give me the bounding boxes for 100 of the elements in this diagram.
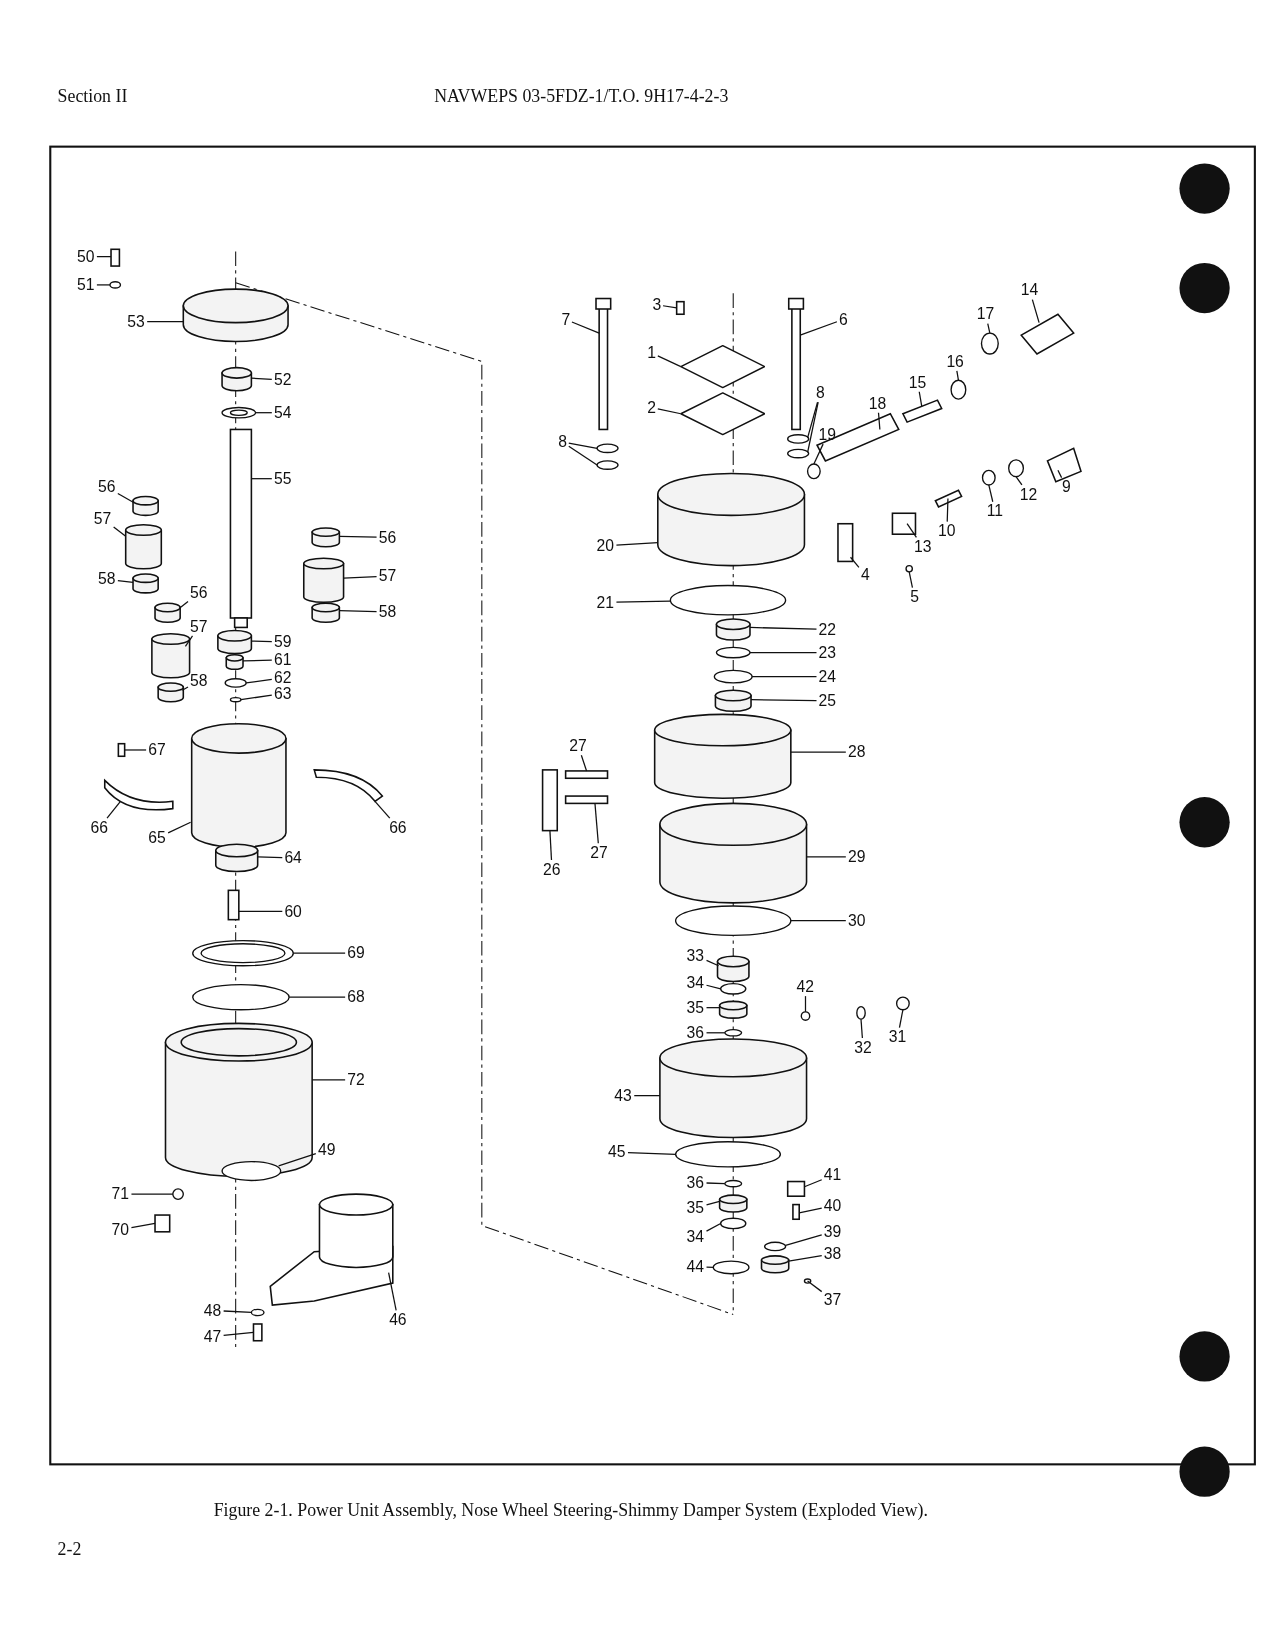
callout-number: 34 [686,974,705,991]
callout-number: 35 [686,999,705,1017]
part-drawing [117,742,126,758]
callout-number: 56 [378,528,397,546]
callout-number: 34 [686,1228,705,1246]
leader-line [705,959,720,967]
part-drawing [786,1180,806,1197]
leader-line [988,484,994,503]
callout-number: 13 [913,538,932,556]
part-drawing [787,448,810,459]
callout-number: 14 [1020,281,1039,299]
leader-line [751,676,818,678]
part-drawing [680,392,766,436]
part-drawing [229,696,242,703]
part-drawing [192,939,294,967]
leader-line [549,830,553,861]
callout-number: 16 [946,353,964,370]
leader-line [627,1152,677,1155]
part-drawing [595,297,612,431]
part-drawing [596,460,619,470]
callout-number: 45 [608,1143,626,1161]
callout-number: 17 [976,305,995,323]
leader-line [790,751,847,753]
leader-line [705,1007,721,1009]
leader-line [806,401,819,439]
leader-line [388,1272,397,1311]
callout-number: 63 [273,685,292,702]
callout-number: 33 [686,946,705,964]
callout-number: 51 [77,276,95,294]
callout-number: 62 [273,669,292,687]
leader-line [750,699,818,702]
leader-line [908,571,914,589]
leader-line [987,323,991,334]
callout-number: 43 [614,1087,632,1104]
callout-number: 11 [986,502,1003,520]
leader-line [813,443,824,465]
part-drawing [564,770,609,780]
leader-line [238,910,283,912]
leader-line [804,995,807,1013]
callout-number: 23 [818,644,837,661]
part-drawing [674,905,792,937]
leader-line [245,678,273,684]
leader-line [242,659,273,662]
part-drawing [837,522,854,563]
part-drawing [221,366,253,392]
callout-number: 8 [815,384,825,402]
callout-number: 12 [1019,486,1038,503]
callout-number: 8 [558,433,568,451]
callout-number: 36 [686,1174,705,1191]
part-drawing [250,1308,265,1317]
leader-line [568,445,598,466]
part-drawing [269,1193,394,1306]
callout-number: 52 [273,371,292,389]
part-drawing [172,1188,184,1200]
callout-number: 40 [823,1197,842,1214]
leader-line [799,321,838,336]
leader-line [311,1079,346,1081]
leader-line [184,635,194,647]
callout-number: 57 [190,618,208,635]
leader-line [749,626,818,630]
part-drawing [215,843,259,873]
leader-line [254,412,273,414]
callout-number: 4 [861,566,870,584]
callout-number: 9 [1062,478,1071,496]
part-drawing [792,1203,800,1221]
callout-number: 32 [854,1039,872,1056]
part-drawing [719,982,747,995]
part-drawing [763,1241,787,1252]
leader-line [1057,469,1063,479]
leader-line [96,284,111,286]
leader-line [657,355,682,368]
callout-number: 49 [317,1141,336,1159]
callout-number: 15 [908,373,927,391]
part-drawing [182,288,289,343]
leader-line [96,256,112,258]
part-drawing [132,573,159,594]
callout-number: 10 [938,522,956,540]
part-drawing [124,524,163,570]
part-drawing [217,629,253,655]
leader-line [374,800,391,819]
part-drawing [221,1160,282,1182]
callout-number: 21 [596,593,614,611]
leader-line [705,1266,714,1269]
part-drawing [803,1278,812,1284]
leader-line [181,686,189,691]
leader-line [594,802,599,844]
part-drawing [856,1005,866,1020]
leader-line [124,749,147,751]
callout-number: 57 [93,510,112,527]
leader-line [946,497,949,523]
leader-line [338,535,378,538]
callout-number: 19 [818,426,837,444]
callout-number: 27 [590,844,608,861]
leader-line [568,442,598,449]
part-drawing [164,1022,313,1178]
leader-line [257,856,283,859]
part-drawing [901,399,943,424]
part-drawing [815,412,900,462]
leader-line [788,1255,823,1262]
figure-caption: Figure 2-1. Power Unit Assembly, Nose Wheel Steering-Shimmy Damper System (Exploded View). [213,1499,928,1521]
